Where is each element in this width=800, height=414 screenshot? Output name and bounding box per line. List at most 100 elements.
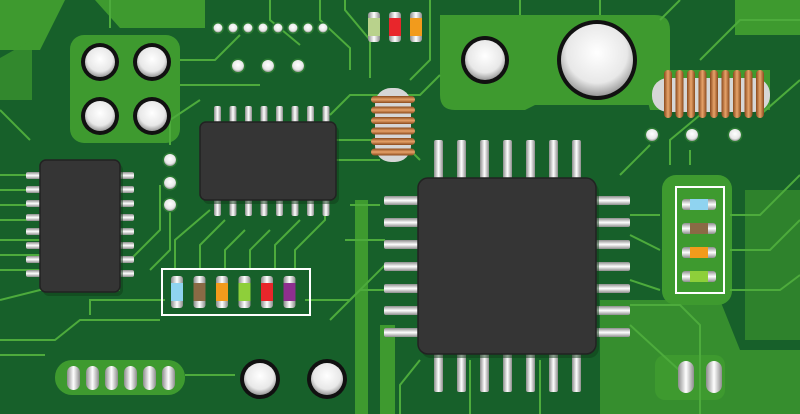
- via-pad: [164, 154, 176, 166]
- via-pad: [303, 23, 313, 33]
- oval-pad: [678, 361, 694, 393]
- chip-body: [199, 121, 337, 201]
- connector-pin: [124, 366, 137, 390]
- pad: [561, 24, 633, 96]
- via-pad: [228, 23, 238, 33]
- resistor-body: [283, 283, 296, 301]
- resistor-body: [216, 283, 228, 301]
- pad: [137, 47, 167, 77]
- coil-turn: [371, 138, 415, 145]
- pin: [214, 106, 221, 126]
- coil-turn: [675, 70, 684, 118]
- pin: [480, 350, 489, 392]
- via-pad: [164, 177, 176, 189]
- pin: [590, 196, 630, 205]
- silkscreen-box: [161, 268, 311, 316]
- pin: [549, 140, 558, 182]
- pin: [384, 284, 424, 293]
- pin: [590, 262, 630, 271]
- connector-pin-icon: [678, 361, 722, 393]
- coil-turn: [756, 70, 764, 118]
- pin: [384, 306, 424, 315]
- smd-body: [368, 18, 380, 36]
- resistor-body: [690, 247, 708, 258]
- resistor-body: [690, 223, 708, 234]
- ic-chip-icon: [384, 140, 630, 392]
- chip-body: [417, 177, 597, 355]
- inductor-coil-icon: [371, 88, 415, 162]
- via-pad: [729, 129, 741, 141]
- smd-body: [389, 18, 401, 36]
- connector-pin: [67, 366, 80, 390]
- pin: [384, 218, 424, 227]
- pin: [384, 328, 424, 337]
- pad: [244, 363, 276, 395]
- smd-resistor-icon: [171, 276, 296, 308]
- pin: [434, 140, 443, 182]
- pad: [465, 40, 505, 80]
- ic-chip-icon: [26, 159, 134, 296]
- coil-turn: [371, 106, 415, 114]
- pad: [311, 363, 343, 395]
- coil-turn: [733, 70, 741, 118]
- pin: [590, 306, 630, 315]
- coil-turn: [371, 117, 415, 124]
- pin: [503, 140, 512, 182]
- coil-turn: [371, 127, 415, 135]
- via-pad: [288, 23, 298, 33]
- pin: [503, 350, 512, 392]
- via-pad: [243, 23, 253, 33]
- top-smd-resistors: [368, 12, 422, 42]
- connector-pin: [143, 366, 156, 390]
- pin: [457, 140, 466, 182]
- pin: [590, 284, 630, 293]
- coil-turn: [687, 70, 695, 118]
- pad: [85, 47, 115, 77]
- chip-body: [39, 159, 121, 293]
- connector-pin: [86, 366, 99, 390]
- capacitor-pads: [461, 20, 637, 100]
- pin: [384, 196, 424, 205]
- via-pad: [292, 60, 304, 72]
- coil-turn: [664, 70, 672, 118]
- through-hole-pad-icon: [81, 43, 171, 135]
- connector-pin-icon: [67, 366, 175, 390]
- pin: [434, 350, 443, 392]
- pin: [480, 140, 489, 182]
- vias: [162, 58, 743, 213]
- via-pad: [232, 60, 244, 72]
- coil-turn: [698, 70, 707, 118]
- resistor-body: [261, 283, 273, 301]
- coil-turn: [710, 70, 718, 118]
- pin: [526, 140, 535, 182]
- pin: [291, 106, 299, 126]
- pin: [229, 106, 237, 126]
- connector-pin: [162, 366, 175, 390]
- coil-turn: [371, 148, 415, 156]
- via-pad: [273, 23, 283, 33]
- via-pad: [164, 199, 176, 211]
- connector-pin: [105, 366, 118, 390]
- through-hole-pad-icon: [240, 359, 347, 399]
- inductor-coil-icon: [652, 70, 770, 118]
- coil-turn: [721, 70, 730, 118]
- via-pad: [686, 129, 698, 141]
- pin: [590, 240, 630, 249]
- silkscreen-box: [675, 186, 725, 294]
- pin: [276, 106, 283, 126]
- resistor-body: [238, 283, 251, 301]
- resistor-body: [171, 283, 183, 301]
- pin: [590, 218, 630, 227]
- pin: [457, 350, 466, 392]
- pin: [384, 262, 424, 271]
- pin: [590, 328, 630, 337]
- via-pad: [262, 60, 274, 72]
- pin: [526, 350, 535, 392]
- smd-body: [410, 18, 422, 36]
- via-pad: [213, 23, 223, 33]
- pin: [549, 350, 558, 392]
- pad: [85, 101, 115, 131]
- pin: [307, 106, 314, 126]
- pin: [322, 106, 330, 126]
